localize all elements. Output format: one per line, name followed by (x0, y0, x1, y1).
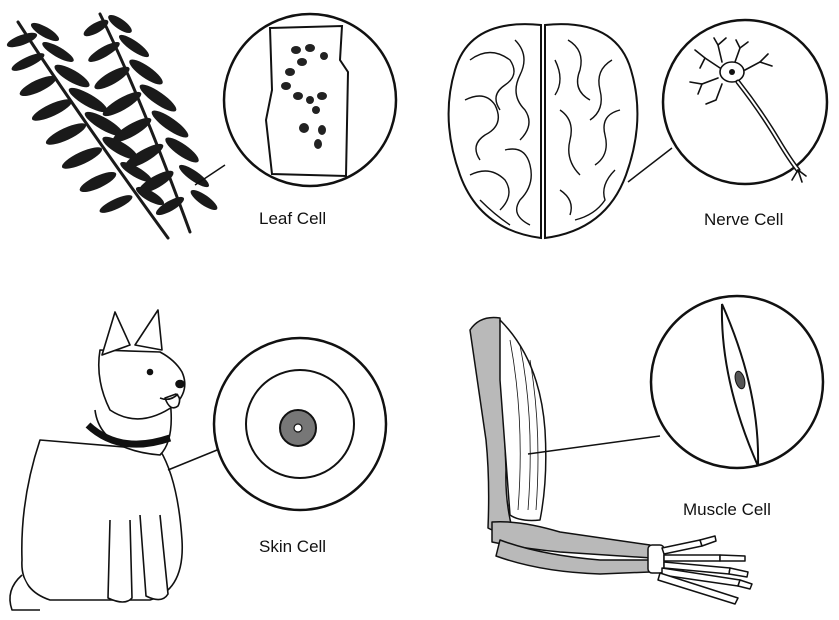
nerve-connector-line (628, 148, 672, 182)
leaf-cell-magnifier (224, 14, 396, 186)
skin-cell-label: Skin Cell (259, 537, 326, 556)
leaf-cell-label: Leaf Cell (259, 209, 326, 228)
nerve-cell-label: Nerve Cell (704, 210, 783, 229)
brain-icon (449, 24, 638, 238)
muscle-cell-magnifier (651, 296, 823, 468)
muscle-cell-label: Muscle Cell (683, 500, 771, 519)
dog-icon (10, 310, 185, 610)
nerve-cell-magnifier (663, 20, 827, 184)
fern-icon (5, 12, 220, 238)
skin-cell-magnifier (214, 338, 386, 510)
muscle-connector-line (528, 436, 660, 454)
skin-connector-line (168, 448, 222, 470)
